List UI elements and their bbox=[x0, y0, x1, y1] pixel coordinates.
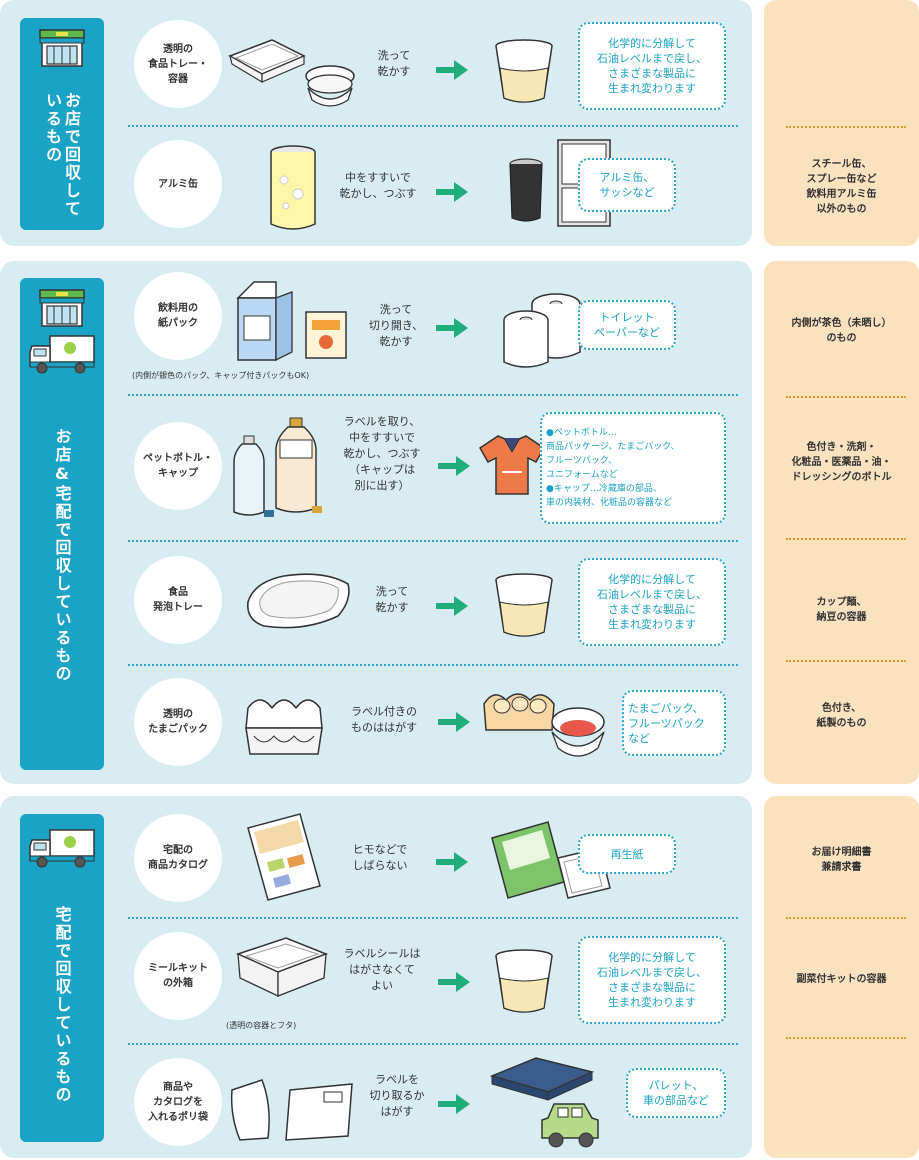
delivery-truck-icon bbox=[29, 335, 95, 374]
result-text: 化学的に分解して 石油レベルまで戻し、 さまざまな製品に 生まれ変わります bbox=[578, 558, 726, 646]
list-item: 宅配の 商品カタログ ヒモなどで しばらない 再生紙 bbox=[128, 806, 740, 910]
instruction-text: ラベル付きの ものははがす bbox=[351, 705, 417, 734]
instruction-text: 洗って 乾かす bbox=[377, 49, 411, 78]
arrow-right-icon bbox=[438, 456, 470, 476]
side-item: スチール缶、 スプレー缶など 飲料用アルミ缶 以外のもの bbox=[806, 159, 877, 215]
section-label-text: 宅配で回収しているもの bbox=[52, 906, 72, 1104]
side-column-delivery bbox=[764, 796, 919, 1158]
catalog-illustration bbox=[247, 813, 321, 901]
note-text: (内側が銀色のパック、キャップ付きパックもOK) bbox=[132, 371, 310, 380]
list-item: 透明の 食品トレー・ 容器 洗って 乾かす 化学的に分解して 石油レベルまで戻し… bbox=[128, 14, 740, 114]
side-divider bbox=[786, 917, 906, 919]
side-column-store-and-delivery bbox=[764, 261, 919, 784]
side-item: カップ麺、 納豆の容器 bbox=[816, 597, 867, 623]
arrow-right-icon bbox=[438, 1094, 470, 1114]
pallet-and-car-illustration bbox=[489, 1057, 599, 1148]
cup-illustration bbox=[495, 949, 553, 1013]
egg-and-fruit-pack-illustration bbox=[483, 693, 605, 757]
item-name: 商品や カタログを 入れるポリ袋 bbox=[134, 1058, 222, 1146]
list-item: ミールキット の外箱 (透明の容器とフタ) ラベルシールは はがさなくて よい … bbox=[128, 924, 740, 1034]
uniform-shirt-illustration bbox=[479, 435, 545, 495]
instruction-text: 中をすすいで 乾かし、つぶす bbox=[339, 171, 417, 200]
item-name: アルミ缶 bbox=[134, 140, 222, 228]
store-icon bbox=[39, 289, 85, 327]
result-text: たまごパック、 フルーツパック など bbox=[622, 690, 726, 756]
store-icon bbox=[39, 29, 85, 67]
side-divider bbox=[786, 1037, 906, 1039]
arrow-right-icon bbox=[436, 182, 468, 202]
arrow-right-icon bbox=[436, 596, 468, 616]
instruction-text: ラベルを 切り取るか はがす bbox=[369, 1073, 425, 1118]
egg-carton-illustration bbox=[245, 699, 323, 755]
result-text: パレット、 車の部品など bbox=[626, 1068, 726, 1118]
plastic-bag-illustration bbox=[230, 1079, 353, 1141]
item-name: ペットボトル・ キャップ bbox=[134, 422, 222, 510]
item-name: 透明の たまごパック bbox=[134, 678, 222, 766]
result-text: 化学的に分解して 石油レベルまで戻し、 さまざまな製品に 生まれ変わります bbox=[578, 22, 726, 110]
meal-kit-box-illustration bbox=[235, 937, 329, 998]
item-name: 透明の 食品トレー・ 容器 bbox=[134, 20, 222, 108]
arrow-right-icon bbox=[438, 712, 470, 732]
arrow-right-icon bbox=[436, 60, 468, 80]
side-item: 副菜付キットの容器 bbox=[796, 973, 887, 985]
side-item: お届け明細書 兼請求書 bbox=[811, 847, 872, 873]
instruction-text: 洗って 切り開き、 乾かす bbox=[368, 303, 424, 348]
item-name: 食品 発泡トレー bbox=[134, 556, 222, 644]
list-item: 商品や カタログを 入れるポリ袋 ラベルを 切り取るか はがす パレット、 車の… bbox=[128, 1050, 740, 1156]
row-divider bbox=[128, 917, 738, 919]
item-name: 宅配の 商品カタログ bbox=[134, 814, 222, 902]
side-divider bbox=[786, 126, 906, 128]
foam-tray-illustration bbox=[247, 573, 350, 629]
section-label-store: お店で回収しているもの bbox=[20, 18, 104, 230]
note-text: (透明の容器とフタ) bbox=[226, 1021, 297, 1030]
list-item: ペットボトル・ キャップ ラベルを取り、 中をすすいで 乾かし、つぶす （キャッ… bbox=[128, 402, 740, 532]
instruction-text: ラベルシールは はがさなくて よい bbox=[343, 947, 421, 992]
instruction-text: ラベルを取り、 中をすすいで 乾かし、つぶす （キャップは 別に出す） bbox=[343, 415, 421, 492]
row-divider bbox=[128, 540, 738, 542]
milk-carton-illustration bbox=[236, 281, 347, 362]
section-label-delivery: 宅配で回収しているもの bbox=[20, 814, 104, 1142]
side-item: 色付き・洗剤・ 化粧品・医薬品・油・ ドレッシングのボトル bbox=[791, 441, 892, 483]
arrow-right-icon bbox=[436, 318, 468, 338]
cup-illustration bbox=[495, 39, 553, 103]
instruction-text: ヒモなどで しばらない bbox=[352, 843, 408, 872]
pet-bottle-illustration bbox=[233, 417, 322, 517]
row-divider bbox=[128, 1043, 738, 1045]
section-label-text: お店で回収しているもの bbox=[43, 92, 81, 218]
list-item: 透明の たまごパック ラベル付きの ものははがす たまごパック、 フルーツパック… bbox=[128, 672, 740, 778]
row-divider bbox=[128, 125, 738, 127]
list-item: 食品 発泡トレー 洗って 乾かす 化学的に分解して 石油レベルまで戻し、 さまざ… bbox=[128, 548, 740, 658]
toilet-paper-illustration bbox=[503, 293, 581, 368]
arrow-right-icon bbox=[436, 852, 468, 872]
result-text: アルミ缶、 サッシなど bbox=[578, 158, 676, 212]
list-item: アルミ缶 中をすすいで 乾かし、つぶす アルミ缶、 サッシなど bbox=[128, 132, 740, 236]
item-name: 飲料用の 紙パック bbox=[134, 272, 222, 360]
side-divider bbox=[786, 660, 906, 662]
result-text: ●ペットボトル… 商品パッケージ、たまごパック、 フルーツパック、 ユニフォーム… bbox=[540, 412, 726, 524]
section-label-text: お店&宅配で回収しているもの bbox=[52, 428, 72, 683]
row-divider bbox=[128, 664, 738, 666]
cup-illustration bbox=[495, 573, 553, 637]
row-divider bbox=[128, 394, 738, 396]
delivery-truck-icon bbox=[29, 829, 95, 868]
item-name: ミールキット の外箱 bbox=[134, 932, 222, 1020]
clear-tray-illustration bbox=[228, 39, 355, 107]
side-item: 色付き、 紙製のもの bbox=[816, 703, 867, 729]
result-text: 化学的に分解して 石油レベルまで戻し、 さまざまな製品に 生まれ変わります bbox=[578, 936, 726, 1024]
side-column-store bbox=[764, 0, 919, 246]
section-label-store-and-delivery: お店&宅配で回収しているもの bbox=[20, 278, 104, 770]
list-item: 飲料用の 紙パック 洗って 切り開き、 乾かす トイレット ペーパーなど (内側… bbox=[128, 270, 740, 384]
result-text: 再生紙 bbox=[578, 834, 676, 874]
side-divider bbox=[786, 538, 906, 540]
side-item: 内側が茶色（未晒し） のもの bbox=[791, 318, 892, 344]
side-divider bbox=[786, 396, 906, 398]
result-text: トイレット ペーパーなど bbox=[578, 300, 676, 350]
instruction-text: 洗って 乾かす bbox=[375, 585, 409, 614]
arrow-right-icon bbox=[438, 972, 470, 992]
aluminum-can-illustration bbox=[270, 145, 316, 230]
